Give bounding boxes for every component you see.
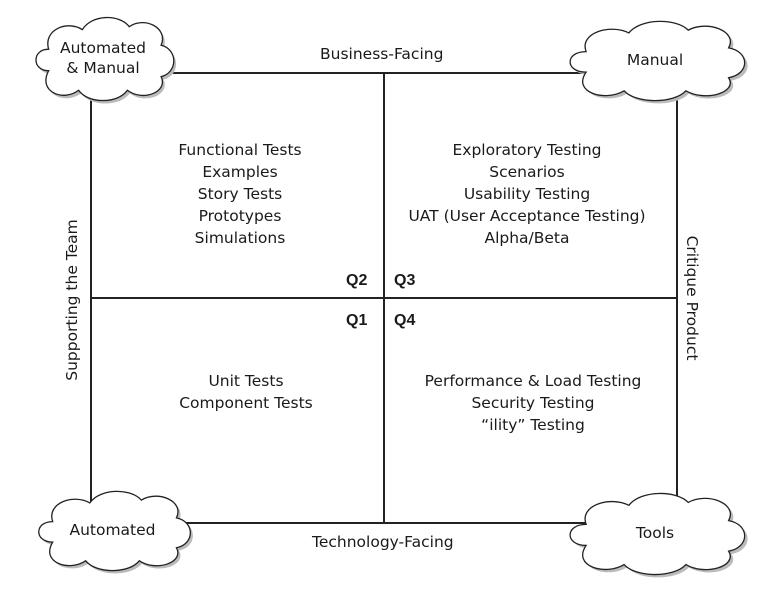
cloud-outline <box>39 491 191 570</box>
list-item: Examples <box>202 163 278 181</box>
list-item: Usability Testing <box>463 185 591 203</box>
list-item: Prototypes <box>198 207 282 225</box>
list-item: Component Tests <box>179 394 313 412</box>
cloud-label-line: Tools <box>635 524 675 542</box>
quadrant-label-q3: Q3 <box>394 272 416 289</box>
cloud-label-line: & Manual <box>66 59 140 77</box>
axis-right-label: Critique Product <box>679 235 705 361</box>
quadrant-q1-items: Unit Tests Component Tests <box>146 370 346 414</box>
list-item: Performance & Load Testing <box>424 372 642 390</box>
cloud-outline <box>36 18 174 101</box>
cloud-outline <box>570 493 745 574</box>
axis-left-label: Supporting the Team <box>59 219 85 381</box>
quadrant-q2-items: Functional Tests Examples Story Tests Pr… <box>140 139 340 249</box>
cloud-outline <box>570 21 745 100</box>
quadrant-label-q1: Q1 <box>346 312 368 329</box>
cloud-top-left: Automated & Manual <box>28 14 178 104</box>
list-item: UAT (User Acceptance Testing) <box>408 207 646 225</box>
axis-bottom-label: Technology-Facing <box>306 533 460 551</box>
list-item: Exploratory Testing <box>452 141 602 159</box>
list-item: Unit Tests <box>208 372 284 390</box>
cloud-label-line: Manual <box>626 51 684 69</box>
list-item: Simulations <box>194 229 286 247</box>
list-item: Alpha/Beta <box>484 229 570 247</box>
cloud-top-right: Manual <box>560 18 750 104</box>
axis-top-label: Business-Facing <box>314 45 450 63</box>
cloud-bottom-right: Tools <box>560 490 750 578</box>
list-item: Security Testing <box>471 394 595 412</box>
cloud-bottom-left: Automated <box>30 488 195 574</box>
cloud-label-line: Automated <box>69 521 156 539</box>
list-item: “ility” Testing <box>481 416 585 434</box>
divider-horizontal <box>90 297 678 299</box>
list-item: Functional Tests <box>178 141 302 159</box>
cloud-label-line: Automated <box>59 39 147 57</box>
list-item: Scenarios <box>489 163 565 181</box>
quadrant-label-q2: Q2 <box>346 272 368 289</box>
quadrant-q4-items: Performance & Load Testing Security Test… <box>403 370 663 436</box>
quadrant-label-q4: Q4 <box>394 312 416 329</box>
list-item: Story Tests <box>197 185 283 203</box>
quadrant-q3-items: Exploratory Testing Scenarios Usability … <box>397 139 657 249</box>
